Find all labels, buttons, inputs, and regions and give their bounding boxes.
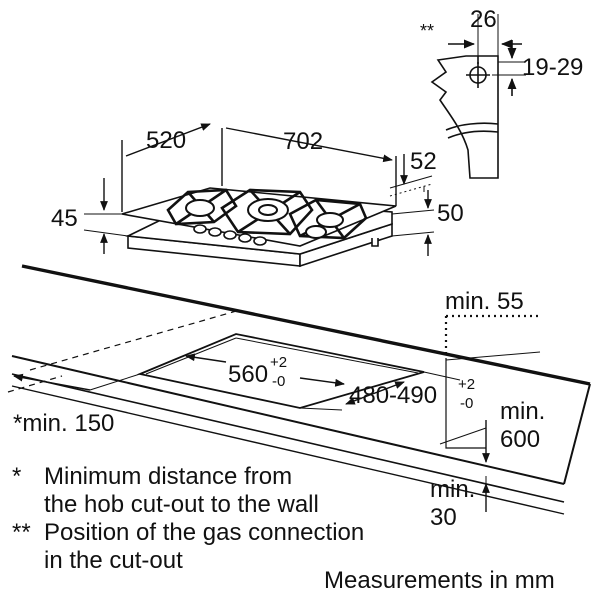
tol-480-minus: -0 [460,395,474,412]
note-line: in the cut-out [44,547,183,574]
hob-drawing [121,187,397,268]
dim-19-29: 19-29 [522,54,584,81]
gas-connection-marker: ** [420,21,435,41]
dim-50: 50 [437,200,464,227]
dim-min-150: *min. 150 [13,410,115,437]
dim-480-490: 480-490 [349,382,438,409]
worktop [7,264,591,515]
dim-45: 45 [51,205,78,232]
dim-min-55: min. 55 [445,288,524,315]
cutout-dimension-lines [13,314,541,512]
note-mark-single: * [12,463,22,490]
hob-dimension-lines [83,123,435,256]
dim-min-600-value: 600 [500,426,541,453]
dim-min-600-label: min. [500,398,546,425]
dim-702: 702 [283,128,324,155]
dim-560: 560 [228,361,269,388]
dim-min-30-label: min. [430,476,476,503]
gas-connection-detail [430,14,526,179]
dim-52: 52 [410,148,437,175]
note-mark-double: ** [12,519,31,546]
note-line: the hob cut-out to the wall [44,491,319,518]
tol-560-minus: -0 [272,373,286,390]
tol-480-plus: +2 [458,376,476,393]
note-line: Minimum distance from [44,463,293,490]
tol-560-plus: +2 [270,354,288,371]
units-footer: Measurements in mm [324,567,555,594]
note-wall-distance: * Minimum distance from the hob cut-out … [12,463,319,519]
note-line: Position of the gas connection [44,519,365,546]
dim-min-30-value: 30 [430,504,457,531]
dim-26: 26 [470,6,497,33]
note-gas-position: ** Position of the gas connection in the… [12,519,364,575]
dim-520: 520 [146,127,187,154]
